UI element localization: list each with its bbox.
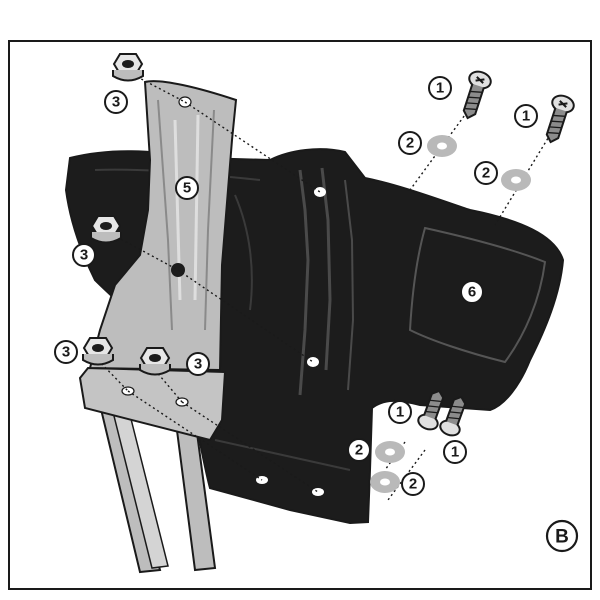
cover-hole <box>312 488 324 496</box>
callout-marker: 3 <box>72 243 96 267</box>
callout-marker: 2 <box>401 472 425 496</box>
callout-marker: 3 <box>186 352 210 376</box>
callout-marker: 1 <box>443 440 467 464</box>
callout-label: 1 <box>436 80 444 97</box>
flange-nut <box>90 215 122 244</box>
callout-label: 1 <box>396 404 404 421</box>
callout-label: 6 <box>468 284 476 301</box>
callout-marker: 2 <box>474 161 498 185</box>
callout-marker: 1 <box>514 104 538 128</box>
screw-bolt <box>462 70 492 120</box>
washer <box>375 441 405 463</box>
mounting-bracket-part <box>78 80 238 574</box>
washer <box>370 471 400 493</box>
cover-hole <box>307 357 319 367</box>
callout-label: 1 <box>522 108 530 125</box>
flange-nut <box>112 53 144 82</box>
callout-marker: 6 <box>460 280 484 304</box>
view-label: B <box>545 519 579 553</box>
screw-bolt <box>545 94 575 144</box>
washer <box>501 169 531 191</box>
callout-marker: 5 <box>175 176 199 200</box>
callout-label: 2 <box>406 135 414 152</box>
screw-bolt <box>417 389 445 431</box>
callout-label: 2 <box>482 165 490 182</box>
view-label-text: B <box>555 527 569 548</box>
callout-marker: 3 <box>104 90 128 114</box>
callout-marker: 1 <box>388 400 412 424</box>
callout-label: 1 <box>451 444 459 461</box>
callout-marker: 1 <box>428 76 452 100</box>
callout-label: 3 <box>62 344 70 361</box>
screw-bolt <box>439 395 467 437</box>
callout-label: 2 <box>355 442 363 459</box>
callout-label: 2 <box>409 476 417 493</box>
callout-label: 3 <box>194 356 202 373</box>
callout-marker: 2 <box>347 438 371 462</box>
callout-label: 3 <box>80 247 88 264</box>
flange-nut <box>139 347 171 376</box>
callout-label: 3 <box>112 94 120 111</box>
cover-hole <box>314 187 326 197</box>
washer <box>427 135 457 157</box>
callout-marker: 3 <box>54 340 78 364</box>
callout-marker: 2 <box>398 131 422 155</box>
flange-nut <box>82 337 114 366</box>
callout-label: 5 <box>183 180 191 197</box>
